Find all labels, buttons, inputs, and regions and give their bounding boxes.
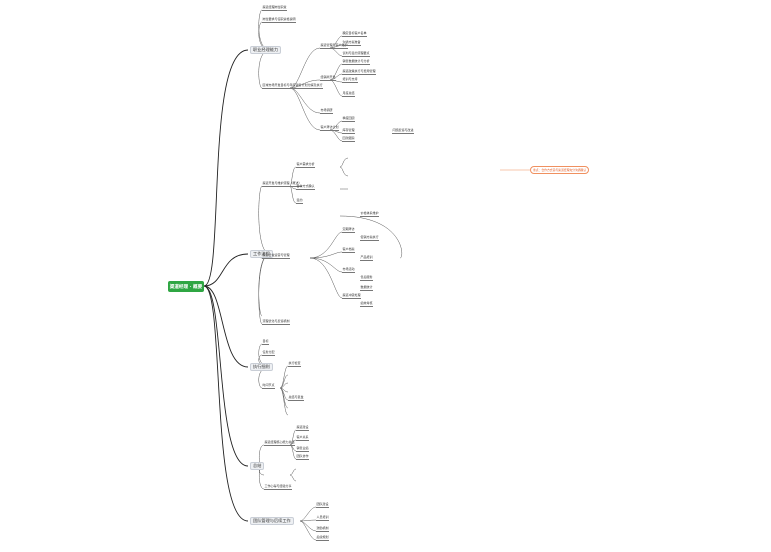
detail-node[interactable]: 培训与支持	[342, 77, 359, 83]
detail-node[interactable]: 月度总结	[342, 91, 356, 97]
detail-node[interactable]: 促销方案执行	[360, 235, 380, 241]
detail-node[interactable]: 客户需求分析	[296, 162, 316, 168]
detail-node[interactable]: 价格体系维护	[360, 211, 380, 217]
branch-execution[interactable]: 执行细则	[250, 363, 273, 371]
detail-node[interactable]: 销售数据统计与分析	[342, 59, 371, 65]
detail-node[interactable]: 谈判与签约流程要点	[342, 51, 371, 57]
detail-node[interactable]: 数据统计	[360, 285, 374, 291]
detail-node[interactable]: 销售业绩	[296, 446, 310, 452]
detail-node[interactable]: 售后服务	[360, 275, 374, 281]
detail-node[interactable]: 任务分配	[262, 350, 276, 356]
detail-node[interactable]: 区域市场开发目标与年度销售计划分解及执行	[262, 83, 324, 89]
detail-node[interactable]: 渠道经理岗位职责	[262, 5, 288, 11]
detail-node[interactable]: 库存管理	[342, 128, 356, 134]
detail-node[interactable]: 绩效考核	[360, 301, 374, 307]
detail-node[interactable]: 执行检查	[288, 361, 302, 367]
detail-node[interactable]: 确定目标客户名单	[342, 31, 368, 37]
detail-node[interactable]: 渠道开发与维护流程（概述）	[262, 181, 303, 187]
detail-node[interactable]: 后续规划	[316, 535, 330, 541]
detail-node[interactable]: 问题反馈与改进	[392, 128, 415, 134]
detail-node[interactable]: 回款跟踪	[342, 136, 356, 142]
detail-node[interactable]: 定期拜访	[342, 227, 356, 233]
branch-team-management[interactable]: 团队管理与后续工作	[250, 517, 294, 525]
branch-summary[interactable]: 总结	[250, 462, 265, 470]
detail-node[interactable]: 合作方式确认	[296, 184, 316, 190]
detail-node[interactable]: 渠道日常运营与管理	[262, 253, 291, 259]
detail-node[interactable]: 激励机制	[316, 526, 330, 532]
detail-node[interactable]: 岗位要求与任职资格说明	[262, 17, 297, 23]
detail-node[interactable]: 团队建设	[316, 502, 330, 508]
detail-node[interactable]: 产品培训	[360, 255, 374, 261]
detail-node[interactable]: 人员培训	[316, 515, 330, 521]
detail-node[interactable]: 客户关系	[296, 435, 310, 441]
detail-node[interactable]: 渠道管理与客户维护	[320, 43, 349, 49]
branch-job-capability[interactable]: 职业经理能力	[250, 46, 282, 54]
detail-node[interactable]: 渠道政策执行与费用管理	[342, 69, 377, 75]
detail-node[interactable]: 总结与复盘	[288, 395, 305, 401]
detail-node[interactable]: 客户档案	[342, 247, 356, 253]
detail-node[interactable]: 团队协作	[296, 454, 310, 460]
detail-node[interactable]: 时间节点	[262, 383, 276, 389]
detail-node[interactable]: 签约	[296, 198, 304, 204]
root-node[interactable]: 渠道经理 · 概要	[168, 281, 204, 292]
detail-node[interactable]: 流程优化与反馈机制	[262, 319, 291, 325]
detail-node[interactable]: 目标	[262, 339, 270, 345]
detail-node[interactable]: 市场调研	[320, 108, 334, 114]
detail-node[interactable]: 沟通方案准备	[342, 40, 362, 46]
detail-node[interactable]: 市场活动	[342, 267, 356, 273]
callout-note[interactable]: 重点：合作方式需与渠道经理充分沟通确认	[530, 166, 590, 174]
detail-node[interactable]: 渠道经理核心能力总结	[264, 440, 296, 446]
detail-node[interactable]: 渠道建设	[296, 425, 310, 431]
detail-node[interactable]: 经销商开发	[320, 75, 337, 81]
detail-node[interactable]: 渠道冲突处理	[342, 293, 362, 299]
branch-workflow[interactable]: 工作流程	[250, 250, 273, 258]
detail-node[interactable]: 工作心得与经验分享	[264, 484, 293, 490]
detail-node[interactable]: 季度回顾	[342, 116, 356, 122]
detail-node[interactable]: 客户拜访计划	[320, 125, 340, 131]
